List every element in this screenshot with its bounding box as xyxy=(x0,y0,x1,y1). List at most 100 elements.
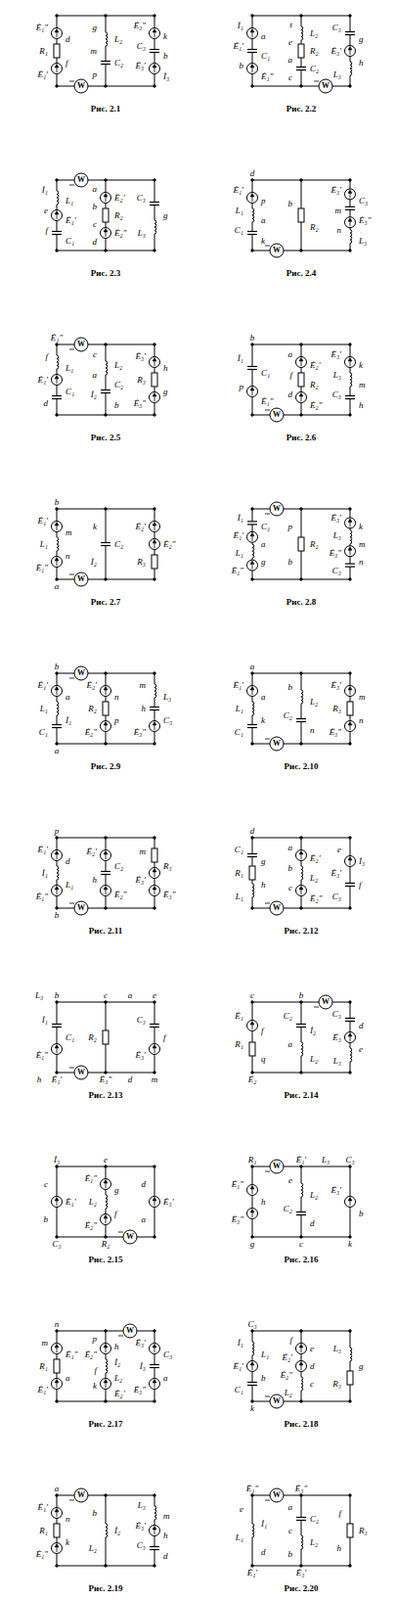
element-label: t xyxy=(289,19,293,30)
emf-arrowhead xyxy=(250,387,255,392)
capacitor-plate xyxy=(247,365,258,367)
capacitor-plate xyxy=(247,852,258,854)
node-dot xyxy=(300,1399,303,1402)
element-label: m xyxy=(151,1073,159,1084)
element-label: f xyxy=(358,879,362,889)
element-label: İ₂ xyxy=(114,1524,121,1535)
element-label: h xyxy=(163,362,169,373)
node-dot xyxy=(153,413,156,416)
element-label: İ₁ xyxy=(42,184,48,195)
wire xyxy=(105,344,107,415)
element-label: d xyxy=(65,855,71,866)
element-label: Ė₂″ xyxy=(114,888,127,899)
node-dot xyxy=(300,85,303,88)
element-label: Ė₁ xyxy=(234,1010,244,1020)
node-dot xyxy=(55,1328,58,1331)
element-label: Ė₂″ xyxy=(85,1219,97,1230)
emf-source xyxy=(296,392,308,403)
element-label: b xyxy=(54,660,60,671)
element-label: b xyxy=(114,399,120,410)
element-label: d xyxy=(163,1549,169,1560)
emf-arrowhead xyxy=(103,1214,108,1219)
element-label: C₂ xyxy=(114,379,124,390)
figure-caption: Рис. 2.9 xyxy=(90,760,121,771)
element-label: R₃ xyxy=(332,703,342,713)
emf-source xyxy=(247,1019,259,1031)
figure-caption: Рис. 2.13 xyxy=(88,1089,124,1100)
wattmeter-label: W xyxy=(77,81,86,91)
node-dot xyxy=(153,577,156,580)
wire-gap xyxy=(300,689,304,704)
element-label: d xyxy=(65,34,71,44)
node-dot xyxy=(251,1164,254,1167)
wattmeter-symbol xyxy=(269,736,284,750)
wattmeter-label: W xyxy=(272,1395,281,1406)
node-dot xyxy=(300,343,303,346)
capacitor-plate xyxy=(296,1022,307,1024)
capacitor-plate xyxy=(100,60,111,62)
element-label: Ė₃″ xyxy=(231,1213,244,1224)
element-label: g xyxy=(261,556,266,567)
element-label: g xyxy=(358,34,364,44)
element-label: Ė₂″ xyxy=(309,399,322,410)
element-label: Ė₁″ xyxy=(50,332,63,343)
element-label: n xyxy=(114,691,120,702)
emf-arrowhead xyxy=(103,1179,108,1184)
node-dot xyxy=(251,1328,254,1331)
wire xyxy=(252,250,351,252)
element-label: h xyxy=(141,703,147,713)
element-label: c xyxy=(288,1524,293,1535)
wire xyxy=(252,1165,351,1167)
wire xyxy=(252,1001,254,1072)
node-dot xyxy=(349,1000,352,1003)
node-dot xyxy=(153,507,156,510)
emf-arrowhead xyxy=(54,885,59,890)
element-label: m xyxy=(358,538,366,549)
inductor-symbol xyxy=(301,689,304,704)
emf-arrowhead xyxy=(152,64,157,69)
emf-arrowhead xyxy=(348,686,352,691)
wire xyxy=(56,1494,155,1496)
node-dot xyxy=(104,906,107,909)
element-label: Ė₁″ xyxy=(231,565,244,575)
resistor-symbol xyxy=(347,1369,353,1384)
element-label: Ė₃′ xyxy=(134,1049,146,1059)
node-dot xyxy=(251,1399,254,1402)
element-label: L₃ xyxy=(333,529,342,540)
inductor-symbol xyxy=(105,1522,108,1537)
emf-source xyxy=(247,386,259,397)
element-label: e xyxy=(239,1502,244,1513)
emf-source xyxy=(247,1360,259,1371)
element-label: k xyxy=(261,714,265,725)
element-label: b xyxy=(261,1371,266,1382)
wattmeter-label: W xyxy=(77,902,86,913)
emf-arrowhead xyxy=(152,885,157,890)
capacitor-plate xyxy=(345,397,355,399)
element-label: Ė₃′ xyxy=(134,351,146,361)
element-label: k xyxy=(92,1379,97,1390)
element-label: İ₁ xyxy=(237,1336,244,1347)
element-label: e xyxy=(288,1174,293,1185)
node-dot xyxy=(104,1328,107,1331)
element-label: c xyxy=(288,881,293,892)
node-dot xyxy=(300,1234,303,1237)
node-dot xyxy=(104,1563,107,1566)
resistor-symbol xyxy=(298,372,305,387)
wire-gap xyxy=(55,536,59,551)
element-label: İ₁ xyxy=(237,352,244,363)
wire xyxy=(350,1329,352,1401)
element-label: f xyxy=(338,1506,342,1517)
capacitor-plate xyxy=(247,523,258,525)
element-label: Ė₃ xyxy=(332,1031,342,1042)
element-label: C₁ xyxy=(65,235,75,246)
node-dot xyxy=(153,1234,156,1237)
wire xyxy=(56,179,155,181)
wire-gap xyxy=(55,701,59,715)
node-dot xyxy=(55,85,58,88)
inductor-symbol xyxy=(301,865,304,880)
element-label: n xyxy=(358,714,364,725)
wire xyxy=(252,508,351,510)
element-label: Ė₃′ xyxy=(330,867,342,878)
element-label: Ė₃′ xyxy=(134,874,146,884)
element-label: L₃ xyxy=(333,1342,342,1353)
